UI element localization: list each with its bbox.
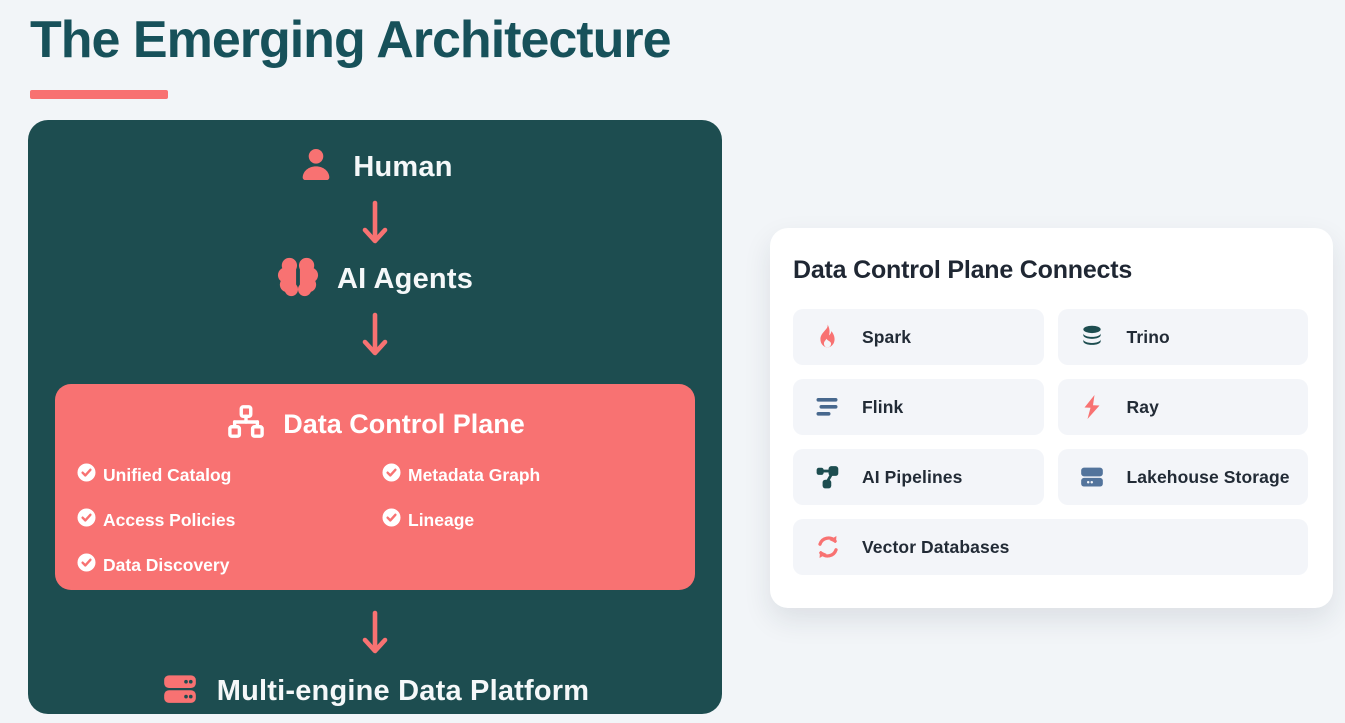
flow-node-platform: Multi-engine Data Platform	[161, 668, 590, 714]
storage-server-icon	[1079, 464, 1106, 490]
arrow-down-icon	[360, 604, 390, 662]
page-title: The Emerging Architecture	[30, 11, 672, 69]
pipeline-icon	[814, 464, 841, 490]
title-underline	[30, 90, 168, 99]
connect-tile-lakehouse-storage: Lakehouse Storage	[1057, 449, 1308, 505]
control-plane-feature-list: Unified Catalog Metadata Graph Access Po…	[75, 463, 675, 577]
connect-tile-label: Vector Databases	[862, 536, 1010, 557]
feature-label: Access Policies	[103, 509, 236, 530]
connect-tile-label: Ray	[1126, 396, 1159, 417]
arrow-down-icon	[360, 194, 390, 252]
connects-card: Data Control Plane Connects Spark	[770, 228, 1333, 608]
control-plane-title: Data Control Plane	[283, 409, 525, 439]
connect-tile-spark: Spark	[793, 309, 1044, 365]
check-circle-icon	[382, 508, 401, 532]
feature-item: Access Policies	[77, 508, 382, 532]
flow-node-human: Human	[297, 144, 452, 190]
check-circle-icon	[382, 463, 401, 487]
refresh-icon	[814, 534, 841, 560]
connect-tile-ai-pipelines: AI Pipelines	[793, 449, 1044, 505]
control-plane-header: Data Control Plane	[75, 404, 675, 445]
feature-label: Metadata Graph	[408, 464, 541, 485]
server-icon	[161, 670, 199, 713]
bolt-icon	[1079, 393, 1106, 421]
connect-tile-label: AI Pipelines	[862, 466, 963, 487]
sitemap-icon	[225, 404, 267, 445]
connect-tile-label: Flink	[862, 396, 904, 417]
connect-tile-vector-databases: Vector Databases	[793, 519, 1308, 575]
feature-item: Data Discovery	[77, 553, 382, 577]
connect-tile-label: Trino	[1126, 326, 1170, 347]
flow-node-ai-agents: AI Agents	[277, 256, 473, 302]
database-icon	[1079, 324, 1106, 350]
connect-tile-flink: Flink	[793, 379, 1044, 435]
feature-item: Metadata Graph	[382, 463, 675, 487]
lines-icon	[814, 396, 841, 418]
feature-item: Unified Catalog	[77, 463, 382, 487]
feature-label: Data Discovery	[103, 554, 230, 575]
connect-tile-label: Spark	[862, 326, 912, 347]
architecture-diagram-panel: Human	[28, 120, 722, 714]
feature-item: Lineage	[382, 508, 675, 532]
feature-label: Lineage	[408, 509, 475, 530]
brain-icon	[277, 256, 319, 303]
connects-grid: Spark Trino	[793, 309, 1308, 575]
data-control-plane-box: Data Control Plane Unified Catalog Metad…	[55, 384, 695, 590]
flame-icon	[814, 323, 841, 351]
check-circle-icon	[77, 553, 96, 577]
connect-tile-label: Lakehouse Storage	[1126, 466, 1290, 487]
flow-node-label: Human	[353, 150, 453, 183]
check-circle-icon	[77, 508, 96, 532]
flow-node-label: Multi-engine Data Platform	[216, 674, 590, 707]
feature-label: Unified Catalog	[103, 464, 232, 485]
arrow-down-icon	[360, 306, 390, 364]
flow-node-label: AI Agents	[336, 262, 474, 295]
connects-card-title: Data Control Plane Connects	[793, 256, 1133, 284]
connect-tile-ray: Ray	[1057, 379, 1308, 435]
check-circle-icon	[77, 463, 96, 487]
connect-tile-trino: Trino	[1057, 309, 1308, 365]
person-icon	[297, 145, 335, 190]
